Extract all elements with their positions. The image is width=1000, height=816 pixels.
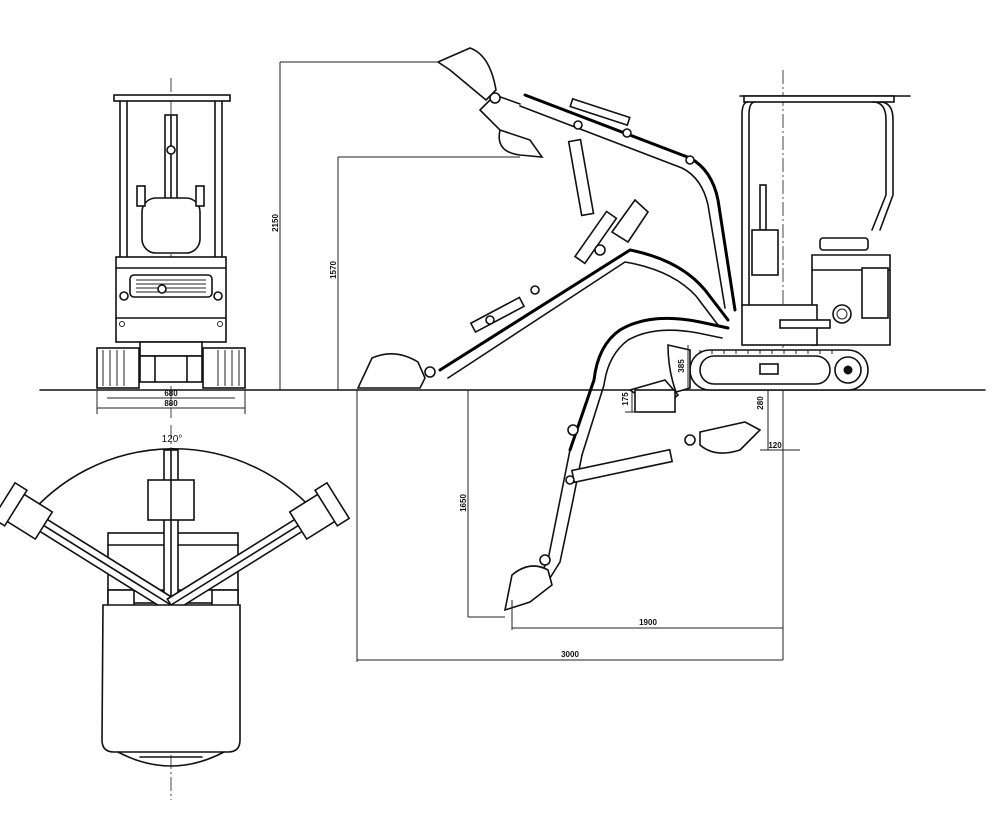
bucket-curled	[699, 421, 762, 454]
front-body	[115, 256, 227, 343]
max-reach-label: 3000	[561, 650, 579, 659]
front-track-left	[96, 347, 140, 389]
front-track-right	[202, 347, 246, 389]
boom-reach	[438, 248, 730, 372]
max-dump-height-label: 1570	[329, 261, 338, 279]
side-canopy-roof	[743, 95, 895, 103]
bucket-ground	[356, 353, 426, 389]
overall-width-label: 880	[164, 399, 178, 408]
track-gauge-label: 680	[164, 389, 178, 398]
depth-a-label: 385	[677, 359, 686, 373]
blade-raise-label: 280	[756, 396, 765, 410]
swing-angle-label: 120°	[162, 434, 183, 445]
side-seat	[819, 237, 869, 251]
swing-angle-arc	[24, 447, 321, 521]
reach-at-depth-label: 1900	[639, 618, 657, 627]
max-dig-height-label: 2150	[271, 214, 280, 232]
side-view: 2150 1570 385 175 280 120 1650 1900 3000	[271, 47, 911, 662]
depth-b-label: 175	[621, 392, 630, 406]
bucket-raised	[436, 47, 497, 102]
front-seat	[141, 197, 201, 254]
top-view: 120°	[0, 425, 351, 800]
front-canopy-roof	[113, 94, 231, 102]
bucket-deep	[503, 565, 553, 612]
blade-drop-label: 120	[768, 441, 782, 450]
front-view: 680 880	[96, 78, 246, 418]
max-dig-depth-label: 1650	[459, 494, 468, 512]
top-counterweight	[101, 604, 241, 753]
boom-dig	[568, 316, 730, 452]
boom-raised	[523, 93, 737, 312]
